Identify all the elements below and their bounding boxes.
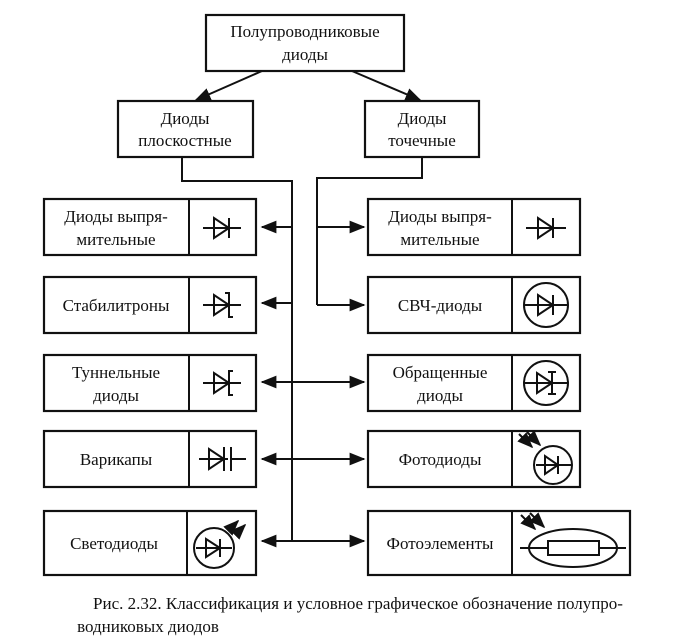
microwave-diode-icon — [523, 282, 569, 328]
left-item-1-line2: мительные — [76, 230, 155, 249]
varicap-icon — [199, 447, 246, 471]
photocell-icon — [520, 512, 626, 568]
backward-diode-icon — [523, 360, 569, 406]
right-item-5-line1: Фотоэлементы — [387, 534, 494, 553]
left-item-2-line1: Стабилитроны — [63, 296, 170, 315]
left-item-5-line1: Светодиоды — [70, 534, 158, 553]
photodiode-icon — [517, 430, 573, 485]
right-item-3-line1: Обращенные — [393, 363, 488, 382]
point-label-line1: Диоды — [398, 109, 447, 128]
right-item-microwave-diodes: СВЧ-диоды — [366, 275, 582, 335]
planar-connector — [181, 157, 293, 541]
left-item-rectifier-diodes: Диоды выпря- мительные — [42, 197, 258, 257]
right-item-photocells: Фотоэлементы — [366, 509, 632, 577]
planar-label-line2: плоскостные — [138, 131, 231, 150]
rectifier-diode-icon — [203, 216, 241, 240]
left-item-3-line1: Туннельные — [72, 363, 160, 382]
root-label-line2: диоды — [282, 45, 328, 64]
left-item-tunnel-diodes: Туннельные диоды — [42, 353, 258, 413]
point-diodes-node: Диоды точечные — [363, 99, 481, 159]
left-item-1-line1: Диоды выпря- — [64, 207, 168, 226]
right-item-3-line2: диоды — [417, 386, 463, 405]
right-item-rectifier-diodes: Диоды выпря- мительные — [366, 197, 582, 257]
left-item-varicaps: Варикапы — [42, 429, 258, 489]
zener-diode-icon — [203, 292, 241, 318]
figure-caption-line2: водниковых диодов — [77, 617, 219, 636]
tunnel-diode-icon — [203, 370, 241, 396]
left-item-3-line2: диоды — [93, 386, 139, 405]
left-item-4-line1: Варикапы — [80, 450, 153, 469]
arrow-root-to-planar — [194, 70, 263, 101]
point-label-line2: точечные — [388, 131, 456, 150]
right-item-2-line1: СВЧ-диоды — [398, 296, 483, 315]
root-label-line1: Полупроводниковые — [230, 22, 379, 41]
rectifier-diode-icon — [526, 216, 566, 240]
root-node: Полупроводниковые диоды — [204, 13, 406, 73]
left-item-leds: Светодиоды — [42, 509, 258, 577]
right-item-4-line1: Фотодиоды — [399, 450, 482, 469]
right-item-1-line2: мительные — [400, 230, 479, 249]
planar-label-line1: Диоды — [161, 109, 210, 128]
point-connector — [316, 157, 423, 305]
left-item-zener-diodes: Стабилитроны — [42, 275, 258, 335]
arrow-root-to-point — [351, 70, 422, 101]
right-item-1-line1: Диоды выпря- — [388, 207, 492, 226]
right-item-photodiodes: Фотодиоды — [366, 429, 582, 489]
led-icon — [193, 519, 247, 569]
right-item-backward-diodes: Обращенные диоды — [366, 353, 582, 413]
planar-diodes-node: Диоды плоскостные — [116, 99, 255, 159]
figure-caption-line1: Рис. 2.32. Классификация и условное граф… — [93, 594, 623, 613]
